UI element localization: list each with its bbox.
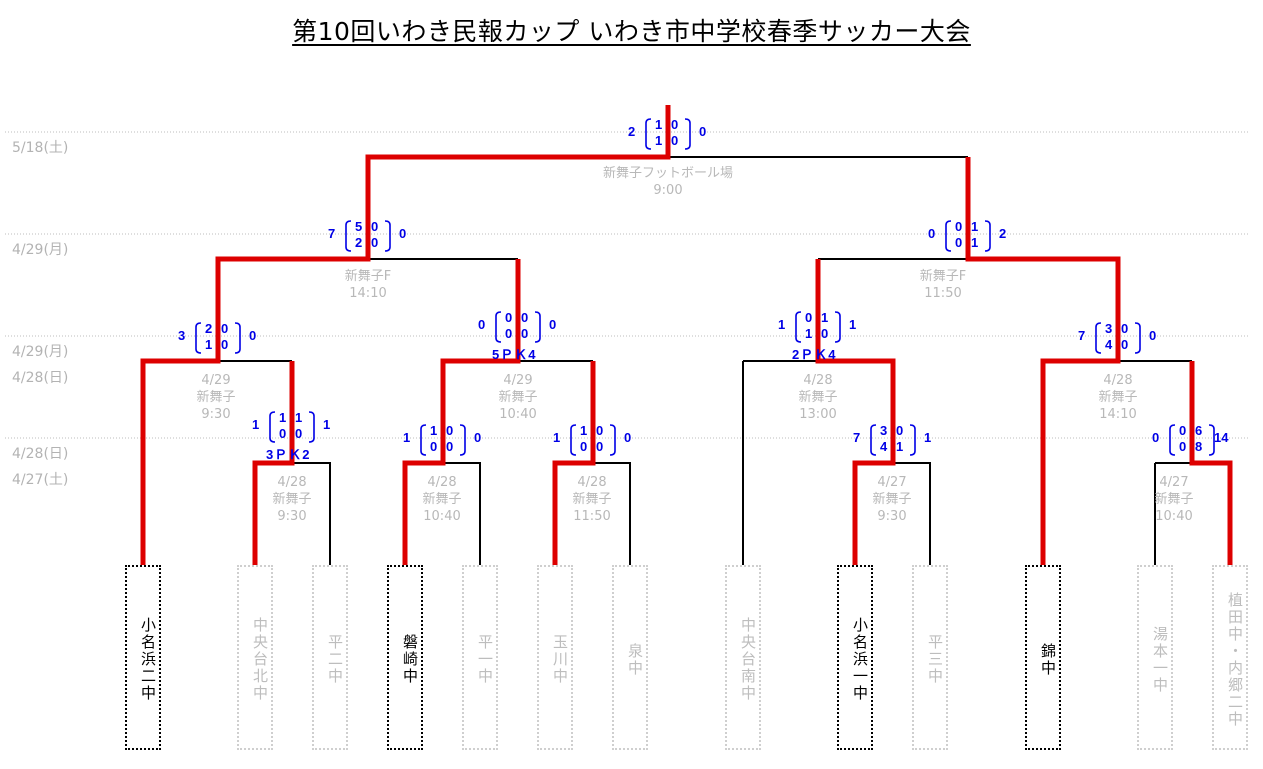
team-box: 植田中・内郷二中 xyxy=(1212,565,1248,750)
team-box: 平二中 xyxy=(312,565,348,750)
match-final-info: 新舞子フットボール場 9:00 xyxy=(602,166,733,198)
date-label-final: 5/18(土) xyxy=(12,140,69,156)
match-r1e-info: 4/27 新舞子 10:40 xyxy=(1154,475,1194,524)
date-guides xyxy=(5,131,1250,439)
pk-result: 2ＰＫ4 xyxy=(792,347,837,362)
loser-lines xyxy=(218,156,1192,565)
match-semi-right-info: 新舞子F 11:50 xyxy=(919,269,967,301)
match-qf1-info: 4/29 新舞子 9:30 xyxy=(196,373,236,422)
team-box: 玉川中 xyxy=(537,565,573,750)
match-r1c-info: 4/28 新舞子 11:50 xyxy=(572,475,612,524)
winner-lines xyxy=(140,105,1233,565)
match-r1a-info: 4/28 新舞子 9:30 xyxy=(272,475,312,524)
match-qf4-info: 4/28 新舞子 14:10 xyxy=(1098,373,1138,422)
date-label-r1-lower: 4/27(土) xyxy=(12,472,69,488)
pk-result: 3ＰＫ2 xyxy=(266,447,311,462)
team-box: 平三中 xyxy=(912,565,948,750)
team-box: 小名浜二中 xyxy=(125,565,161,750)
match-qf3-info: 4/28 新舞子 13:00 xyxy=(798,373,838,422)
team-box: 中央台南中 xyxy=(725,565,761,750)
team-box: 平一中 xyxy=(462,565,498,750)
match-r1b-info: 4/28 新舞子 10:40 xyxy=(422,475,462,524)
match-r1d-info: 4/27 新舞子 9:30 xyxy=(872,475,912,524)
team-box: 湯本一中 xyxy=(1137,565,1173,750)
pk-result: 5ＰＫ4 xyxy=(492,347,537,362)
match-qf2-info: 4/29 新舞子 10:40 xyxy=(498,373,538,422)
date-label-qf-lower: 4/28(日) xyxy=(12,370,69,386)
date-label-semi: 4/29(月) xyxy=(12,242,69,258)
date-label-qf-upper: 4/29(月) xyxy=(12,344,69,360)
date-label-r1-upper: 4/28(日) xyxy=(12,446,69,462)
match-semi-left-info: 新舞子F 14:10 xyxy=(344,269,392,301)
team-box: 錦中 xyxy=(1025,565,1061,750)
team-box: 泉中 xyxy=(612,565,648,750)
team-box: 磐崎中 xyxy=(387,565,423,750)
team-box: 小名浜一中 xyxy=(837,565,873,750)
page-title: 第10回いわき民報カップ いわき市中学校春季サッカー大会 xyxy=(292,17,971,46)
team-box: 中央台北中 xyxy=(237,565,273,750)
